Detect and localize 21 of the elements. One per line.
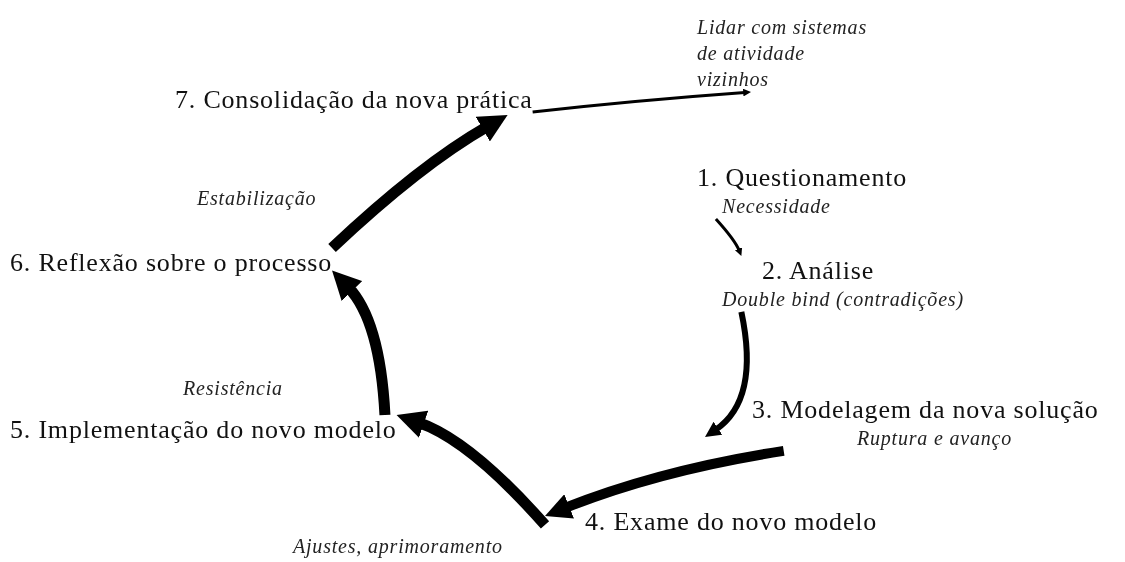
note-text: Ruptura e avanço <box>857 425 1012 451</box>
note-text: Resistência <box>183 376 283 401</box>
arrow <box>333 269 391 416</box>
note-text: Estabilização <box>197 186 317 211</box>
arrow <box>532 88 751 114</box>
arrow <box>396 411 550 529</box>
note-text: Ajustes, aprimoramento <box>293 534 503 559</box>
step-text: 1. Questionamento <box>697 163 907 193</box>
note-text: Necessidade <box>722 193 831 219</box>
note-text: Lidar com sistemas de atividade vizinhos <box>697 15 868 92</box>
step-text: 6. Reflexão sobre o processo <box>10 248 333 278</box>
step-text: 2. Análise <box>762 256 874 286</box>
step-text: 7. Consolidação da nova prática <box>175 85 533 115</box>
step-text: 5. Implementação do novo modelo <box>10 415 397 445</box>
arrow <box>328 114 508 252</box>
note-text: Double bind (contradições) <box>722 286 964 312</box>
arrow <box>705 311 750 438</box>
arrow <box>714 217 742 256</box>
step-text: 3. Modelagem da nova solução <box>752 395 1099 425</box>
step-text: 4. Exame do novo modelo <box>585 507 878 537</box>
arrow <box>544 445 785 519</box>
